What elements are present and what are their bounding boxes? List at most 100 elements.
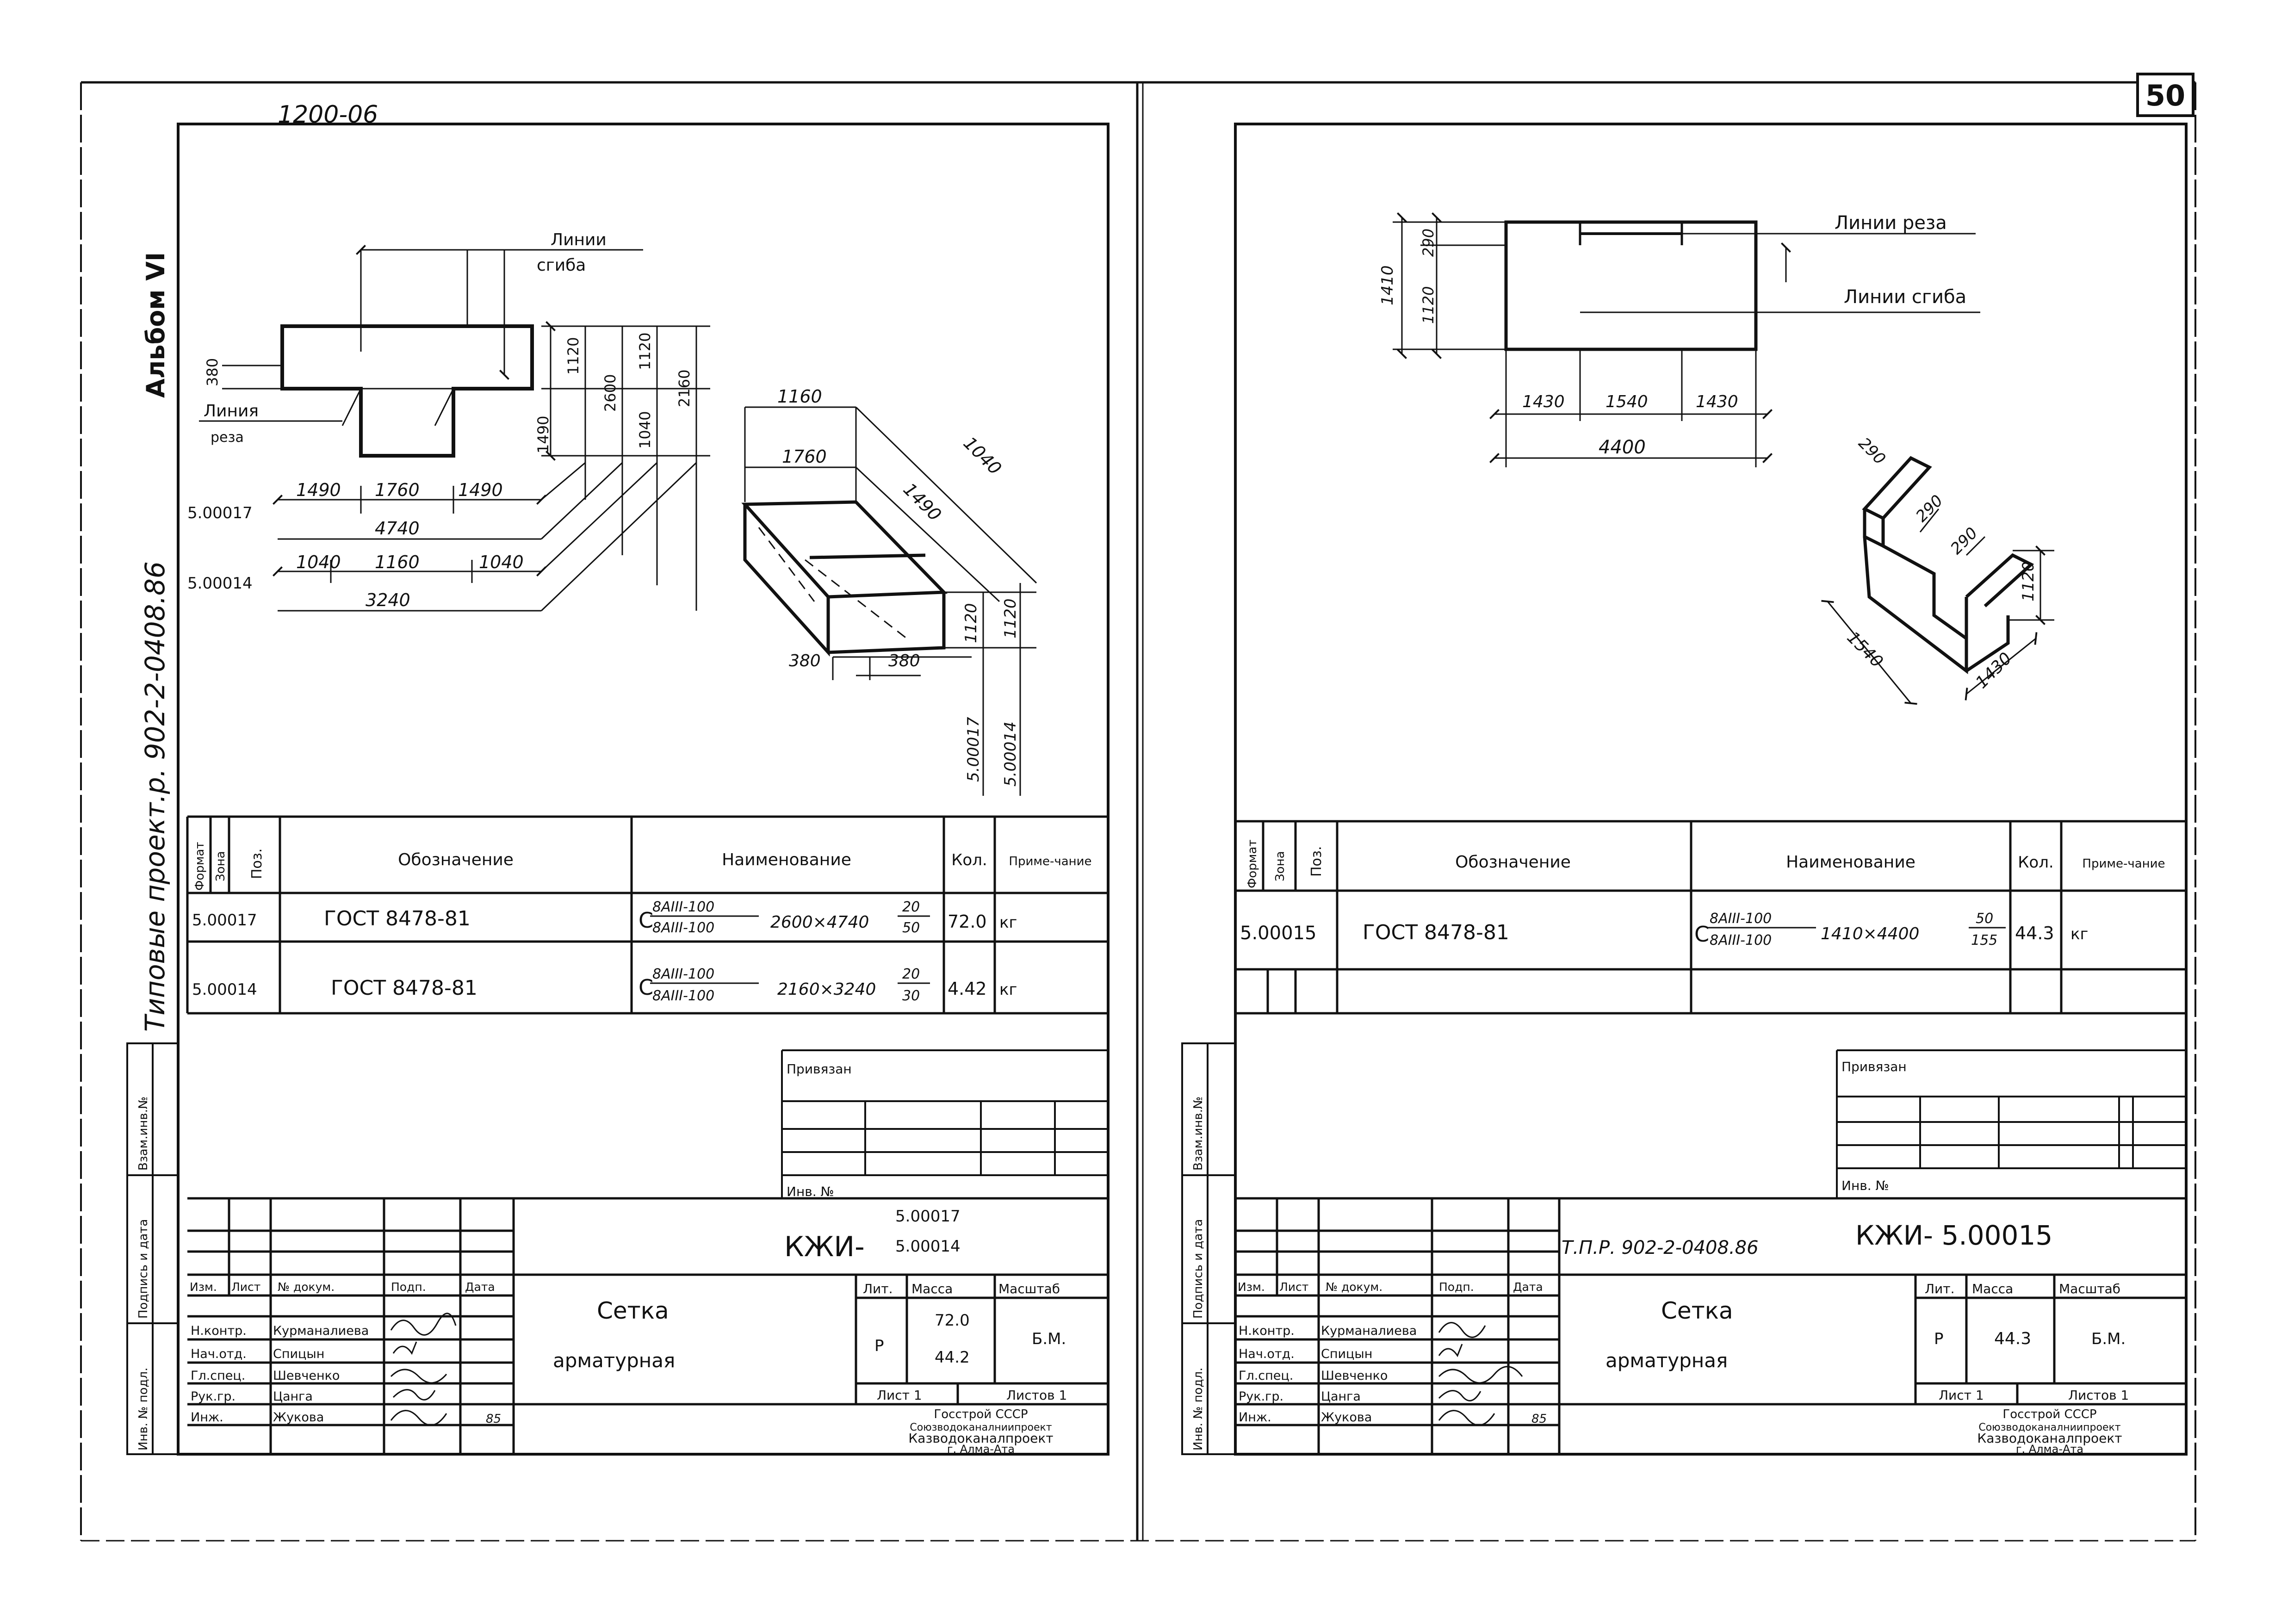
box-dim-1160: 1160 [777,386,822,407]
row-format: 5.00015 [1240,923,1316,944]
title-block-left: 5.00017 КЖИ- 5.00014 Изм. Лист № докум. … [187,1197,1108,1456]
org-1: Госстрой СССР [2002,1407,2096,1421]
row-note: кг [999,913,1017,932]
bend-label: Линии сгиба [1844,286,1966,308]
role-name: Шевченко [273,1369,340,1383]
dim-380: 380 [204,358,221,386]
row2-mark: 5.00014 [187,574,253,593]
row-frac-den: 30 [902,988,920,1004]
iso-dim-1120: 1120 [2019,561,2038,601]
dim-1120: 1120 [564,337,582,375]
org-3: Казводоканалпроект [1977,1431,2122,1446]
row1-part-2: 1760 [375,480,420,500]
row-name-prefix: С [1694,922,1709,947]
hdr-qty: Кол. [951,851,987,869]
spec-table-right: Формат Зона Поз. Обозначение Наименовани… [1235,820,2186,1015]
hdr-note: Приме-чание [1009,855,1091,868]
side-stamp-sign: Подпись и дата [136,1219,150,1319]
dim-part-2: 1540 [1606,392,1648,411]
role: Рук.гр. [1239,1389,1283,1404]
hdr-format: Формат [193,842,207,891]
title-1: Сетка [1661,1297,1733,1324]
row-name-num: 8АIII-100 [652,899,714,915]
box-dim-380a: 380 [789,651,821,670]
org-2: Союзводоканалниипроект [1978,1422,2120,1433]
side-stamp-replace: Взам.инв.№ [1191,1097,1205,1171]
mass-hdr: Масса [911,1281,953,1296]
role: Н.контр. [191,1324,247,1338]
row-frac-num: 50 [1976,911,1993,927]
row-name-size: 2160×3240 [777,980,876,999]
box-mark-1: 5.00017 [964,717,983,782]
spec-row: 5.00014 ГОСТ 8478-81 С 8АIII-100 8АIII-1… [192,966,1017,1004]
role: Нач.отд. [191,1347,247,1361]
flat-mesh-drawing: Линии сгиба Линия реза 380 1120 1490 260… [187,230,710,612]
sheets-label: Листов 1 [1006,1388,1067,1403]
tb-hdr-sign: Подп. [391,1280,426,1294]
privyazan-block-left: Привязан Инв. № [781,1049,1108,1199]
album-label: Альбом VI [141,252,170,398]
role: Гл.спец. [191,1369,245,1383]
date: 85 [486,1412,501,1426]
page-number: 50 [2145,79,2185,112]
tb-hdr-doc: № докум. [278,1280,335,1294]
lit-hdr: Лит. [863,1281,893,1296]
row2-part-3: 1040 [479,552,524,572]
privyazan-label: Привязан [787,1061,852,1077]
hdr-name: Наименование [1786,853,1915,872]
role-name: Спицын [1321,1347,1372,1361]
hdr-designation: Обозначение [1455,853,1571,872]
title-block-right: Т.П.Р. 902-2-0408.86 КЖИ- 5.00015 Изм. Л… [1235,1197,2186,1456]
row-designation: ГОСТ 8478-81 [331,976,477,1000]
dim-1120: 1120 [1420,286,1437,324]
tb-hdr-doc: № докум. [1326,1280,1382,1294]
spec-row: 5.00017 ГОСТ 8478-81 С 8АIII-100 8АIII-1… [192,899,1017,936]
row2-total: 3240 [366,590,410,610]
row2-part-2: 1160 [375,552,420,572]
side-stamp-replace: Взам.инв.№ [136,1097,150,1171]
mass: 44.3 [1994,1329,2031,1348]
role-name: Курманалиева [273,1324,369,1338]
tb-hdr-izm: Изм. [190,1280,217,1294]
role: Н.контр. [1239,1324,1295,1338]
dim-1490v: 1490 [534,416,552,453]
hdr-format: Формат [1246,840,1259,889]
box-dim-1120b: 1120 [1001,598,1020,638]
signatures [390,1313,457,1426]
dim-part-1: 1430 [1522,392,1565,411]
outer-frame [80,81,2196,1542]
hdr-name: Наименование [722,850,851,869]
box-dim-380b: 380 [888,651,920,670]
lit: Р [874,1337,884,1355]
sheet-label: Лист 1 [1939,1388,1984,1403]
privyazan-block-right: Привязан Инв. № [1836,1049,2186,1198]
row-qty: 4.42 [948,979,987,999]
role-name: Цанга [1321,1389,1361,1404]
row1-total: 4740 [375,518,420,539]
tb-hdr-date: Дата [1513,1280,1543,1294]
row-name-prefix: С [638,908,653,933]
cut-label-1: Линия [204,402,259,421]
row-name-size: 1410×4400 [1821,924,1919,943]
spec-row: 5.00015 ГОСТ 8478-81 С 8АIII-100 8АIII-1… [1240,911,2088,948]
code-1: 5.00017 [895,1207,961,1226]
org-1: Госстрой СССР [934,1407,1028,1421]
sheet-code: КЖИ- 5.00015 [1855,1220,2052,1251]
row-qty: 44.3 [2015,923,2054,943]
row-note: кг [999,980,1017,999]
hdr-pos: Поз. [249,849,265,879]
code-2: 5.00014 [895,1237,961,1256]
tb-hdr-list: Лист [1279,1280,1308,1294]
side-stamp-sign: Подпись и дата [1191,1219,1205,1319]
dim-1120b: 1120 [636,333,654,370]
row-format: 5.00014 [192,980,257,999]
code-prefix: КЖИ- [784,1231,865,1263]
tb-hdr-date: Дата [465,1280,495,1294]
row-frac-den: 50 [902,920,920,936]
hdr-qty: Кол. [2018,853,2053,872]
row-frac-num: 20 [902,899,920,915]
box-mark-2: 5.00014 [1001,721,1020,787]
dim-total: 4400 [1599,437,1646,458]
row-name-num: 8АIII-100 [1710,911,1772,927]
